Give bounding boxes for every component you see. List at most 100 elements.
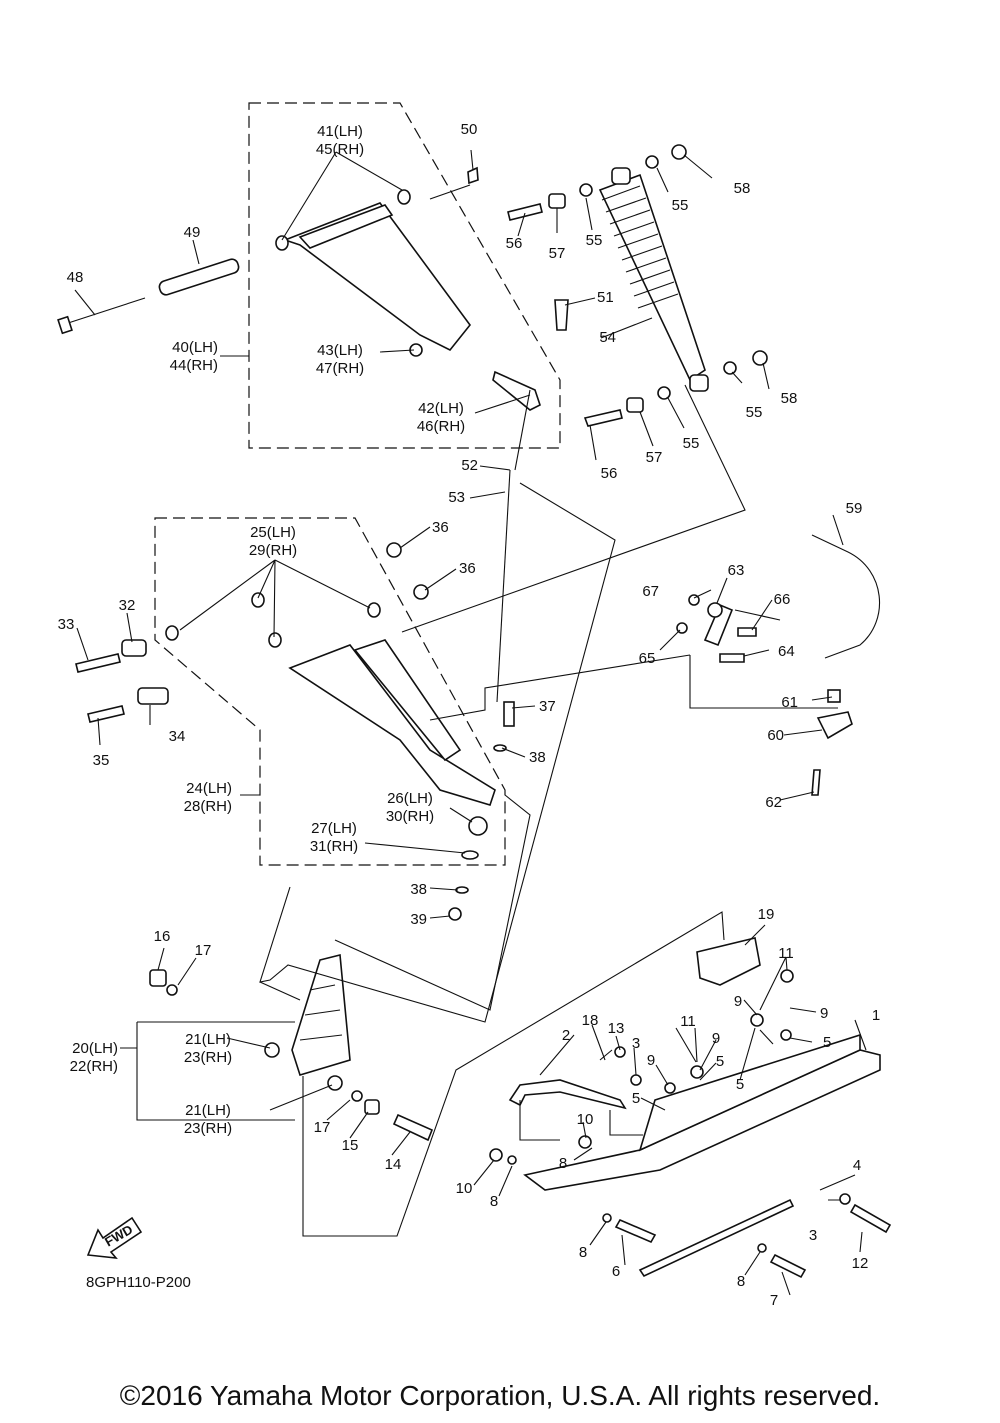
callout-10a: 10: [577, 1111, 594, 1128]
callout-36b: 36: [459, 560, 476, 577]
callout-33: 33: [58, 616, 75, 633]
callout-49: 49: [184, 224, 201, 241]
callout-24: 24(LH): [186, 780, 232, 797]
callout-32: 32: [119, 597, 136, 614]
callout-58a: 58: [734, 180, 751, 197]
fwd-arrow-icon: FWD: [86, 1216, 143, 1260]
callout-21b: 21(LH): [185, 1102, 231, 1119]
callout-21a: 21(LH): [185, 1031, 231, 1048]
callout-52: 52: [461, 457, 478, 474]
callout-20: 20(LH): [72, 1040, 118, 1057]
callout-8c: 8: [579, 1244, 587, 1261]
callout-30: 30(RH): [386, 808, 434, 825]
callout-57b: 57: [646, 449, 663, 466]
callout-66: 66: [774, 591, 791, 608]
callout-28: 28(RH): [184, 798, 232, 815]
callout-56b: 56: [601, 465, 618, 482]
callout-9b: 9: [820, 1005, 828, 1022]
callout-55c: 55: [746, 404, 763, 421]
callout-58b: 58: [781, 390, 798, 407]
leader-lines: [74, 149, 867, 1296]
callout-17b: 17: [314, 1119, 331, 1136]
callout-14: 14: [385, 1156, 402, 1173]
callout-61: 61: [781, 694, 798, 711]
diagram-code: 8GPH110-P200: [86, 1274, 191, 1291]
callout-19: 19: [758, 906, 775, 923]
callout-5b: 5: [716, 1053, 724, 1070]
callout-54: 54: [599, 329, 616, 346]
callout-57a: 57: [549, 245, 566, 262]
callout-18: 18: [582, 1012, 599, 1029]
callout-59: 59: [846, 500, 863, 517]
copyright-notice: ©2016 Yamaha Motor Corporation, U.S.A. A…: [119, 1380, 881, 1411]
callout-55b: 55: [672, 197, 689, 214]
callout-9c: 9: [712, 1030, 720, 1047]
lower-a-arm: [75, 389, 531, 921]
upper-arm-group-outline: [248, 102, 561, 449]
callout-1: 1: [872, 1007, 880, 1024]
callout-13: 13: [608, 1020, 625, 1037]
callout-3b: 3: [809, 1227, 817, 1244]
callout-47: 47(RH): [316, 360, 364, 377]
callout-11a: 11: [778, 945, 794, 962]
callout-41: 41(LH): [317, 123, 363, 140]
callout-35: 35: [93, 752, 110, 769]
callout-55a: 55: [586, 232, 603, 249]
shock-absorber: [507, 144, 768, 427]
spindle-knuckle: [149, 953, 434, 1142]
callout-63: 63: [728, 562, 745, 579]
callout-56a: 56: [506, 235, 523, 252]
callout-10b: 10: [456, 1180, 473, 1197]
callout-65: 65: [639, 650, 656, 667]
callout-40: 40(LH): [172, 339, 218, 356]
callout-62: 62: [765, 794, 782, 811]
callout-31: 31(RH): [310, 838, 358, 855]
callout-25: 25(LH): [250, 524, 296, 541]
callout-36a: 36: [432, 519, 449, 536]
callout-6: 6: [612, 1263, 620, 1280]
callout-8a: 8: [559, 1155, 567, 1172]
callout-11b: 11: [680, 1013, 696, 1030]
callout-12: 12: [852, 1255, 869, 1272]
callout-8d: 8: [737, 1273, 745, 1290]
callout-51: 51: [597, 289, 614, 306]
callout-labels: 41(LH) 45(RH) 50 49 48 40(LH) 44(RH) 43(…: [58, 121, 881, 1309]
callout-55d: 55: [683, 435, 700, 452]
callout-22: 22(RH): [70, 1058, 118, 1075]
callout-43: 43(LH): [317, 342, 363, 359]
callout-29: 29(RH): [249, 542, 297, 559]
callout-67: 67: [642, 583, 659, 600]
upper-a-arm: [57, 166, 541, 411]
callout-64: 64: [778, 643, 795, 660]
callout-44: 44(RH): [170, 357, 218, 374]
callout-3a: 3: [632, 1035, 640, 1052]
callout-8b: 8: [490, 1193, 498, 1210]
steering-linkage: [676, 534, 881, 796]
callout-48: 48: [67, 269, 84, 286]
callout-15: 15: [342, 1137, 359, 1154]
callout-17a: 17: [195, 942, 212, 959]
callout-5a: 5: [823, 1034, 831, 1051]
callout-45: 45(RH): [316, 141, 364, 158]
callout-23b: 23(RH): [184, 1120, 232, 1137]
callout-42: 42(LH): [418, 400, 464, 417]
callout-5d: 5: [632, 1090, 640, 1107]
callout-4: 4: [853, 1157, 861, 1174]
callout-39: 39: [410, 911, 427, 928]
callout-37: 37: [539, 698, 556, 715]
callout-26: 26(LH): [387, 790, 433, 807]
callout-9a: 9: [734, 993, 742, 1010]
callout-53: 53: [448, 489, 465, 506]
callout-23a: 23(RH): [184, 1049, 232, 1066]
callout-27: 27(LH): [311, 820, 357, 837]
lower-arm-group-outline: [154, 517, 506, 866]
callout-2: 2: [562, 1027, 570, 1044]
callout-34: 34: [169, 728, 186, 745]
callout-50: 50: [461, 121, 478, 138]
callout-38a: 38: [529, 749, 546, 766]
callout-38b: 38: [410, 881, 427, 898]
callout-7: 7: [770, 1292, 778, 1309]
callout-5c: 5: [736, 1076, 744, 1093]
callout-9d: 9: [647, 1052, 655, 1069]
